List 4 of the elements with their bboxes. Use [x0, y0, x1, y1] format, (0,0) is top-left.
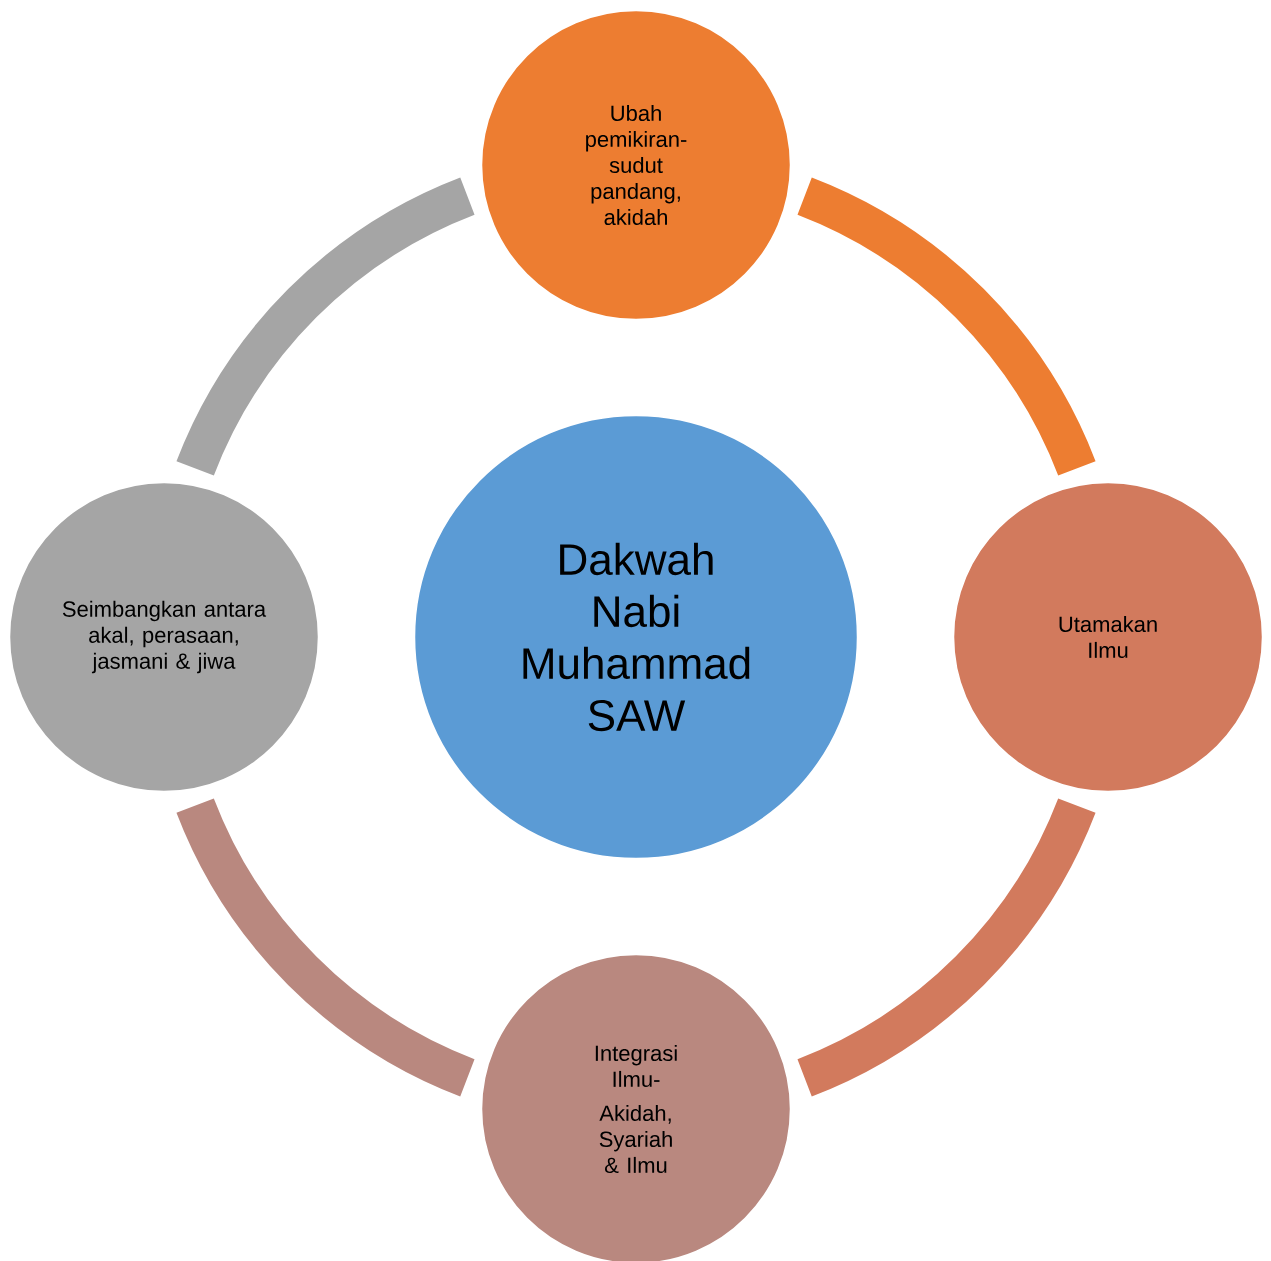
ring-arc [796, 797, 1096, 1097]
ring-arc [176, 797, 476, 1097]
ring-arc [176, 177, 476, 477]
ring-arc [796, 177, 1096, 477]
